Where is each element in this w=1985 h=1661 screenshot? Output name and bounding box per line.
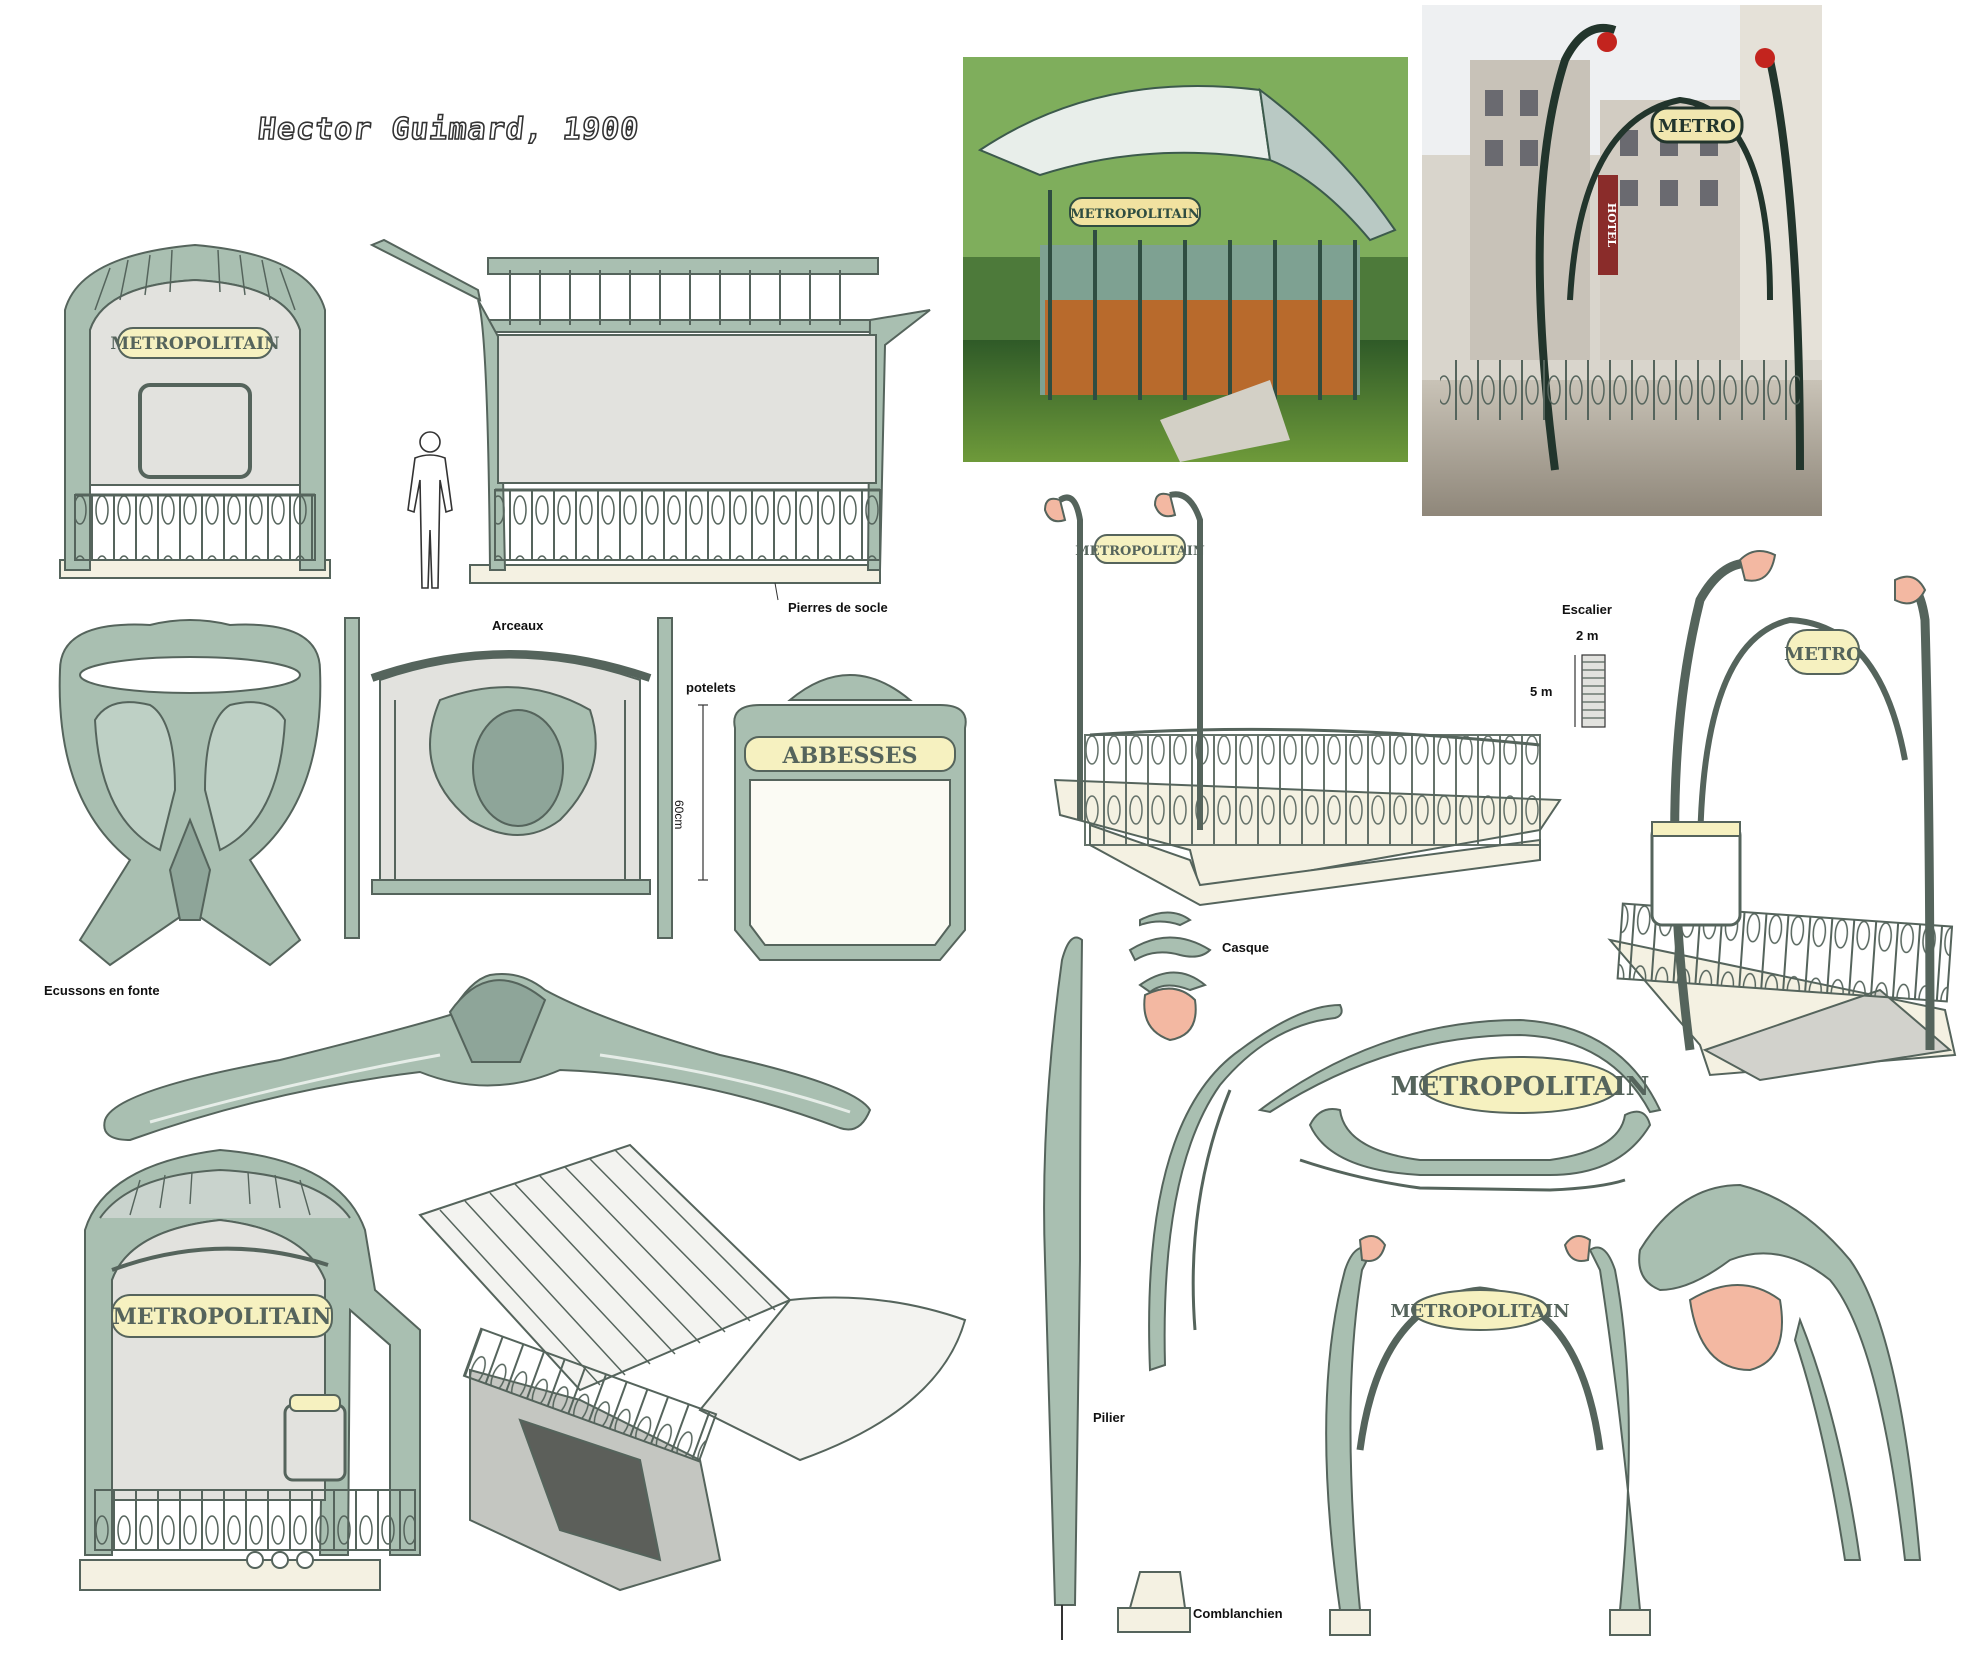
label-5m: 5 m <box>1530 684 1553 699</box>
edicule-perspective-front <box>79 1148 421 1591</box>
label-comblanchien: Comblanchien <box>1193 1606 1283 1621</box>
lamp-arm-pieces <box>1148 1003 1343 1372</box>
photo-edicule-park <box>963 57 1408 462</box>
edicule-front-elevation <box>59 243 331 579</box>
casque-lamp-hood <box>1128 911 1212 1042</box>
lamp-head-closeup <box>1638 1183 1922 1561</box>
human-scale-figure <box>407 431 453 589</box>
label-pierres-de-socle: Pierres de socle <box>788 600 888 615</box>
arch-beam-crest <box>103 973 872 1142</box>
metropolitain-arch-sign: METROPOLITAIN <box>1391 1072 1650 1102</box>
ecusson-cast-iron <box>58 619 322 967</box>
pilier-lamp-post <box>1043 936 1084 1640</box>
label-arceaux: Arceaux <box>492 618 544 633</box>
photo-hotel-sign: HOTEL <box>1605 203 1618 248</box>
label-60cm: 60cm <box>672 800 686 830</box>
label-2m: 2 m <box>1576 628 1599 643</box>
arch-front-metropolitain-sign: METROPOLITAIN <box>1390 1301 1569 1322</box>
abbesses-station-sign-frame <box>733 674 967 961</box>
label-escalier: Escalier <box>1562 602 1612 617</box>
arceaux-railing-panel <box>344 617 673 939</box>
photo-metro-sign: METRO <box>1658 116 1736 137</box>
metropolitain-sign-perspective: METROPOLITAIN <box>112 1304 331 1330</box>
metropolitain-arch-parts <box>1257 1018 1662 1192</box>
edicule-side-elevation <box>369 238 931 584</box>
edicule-perspective-top <box>418 1143 967 1592</box>
photo-park-sign: METROPOLITAIN <box>1070 207 1200 222</box>
entrance-arch-front <box>1325 1235 1651 1636</box>
metropolitain-sign-front: METROPOLITAIN <box>110 334 279 354</box>
label-pilier: Pilier <box>1093 1410 1125 1425</box>
abbesses-sign-text: ABBESSES <box>782 743 918 769</box>
escalier-icon <box>1574 654 1606 728</box>
entrance-metro-sign-perspective <box>1607 550 1957 1082</box>
label-ecussons-en-fonte: Ecussons en fonte <box>44 983 160 998</box>
railing-metropolitain-sign: METROPOLITAIN <box>1075 544 1205 559</box>
photo-street-entrance <box>1422 5 1822 516</box>
label-potelets: potelets <box>686 680 736 695</box>
metro-sign-perspective: METRO <box>1784 644 1862 665</box>
entrance-railing-perspective <box>1043 491 1562 907</box>
label-casque: Casque <box>1222 940 1269 955</box>
comblanchien-stone-block <box>1117 1571 1191 1633</box>
